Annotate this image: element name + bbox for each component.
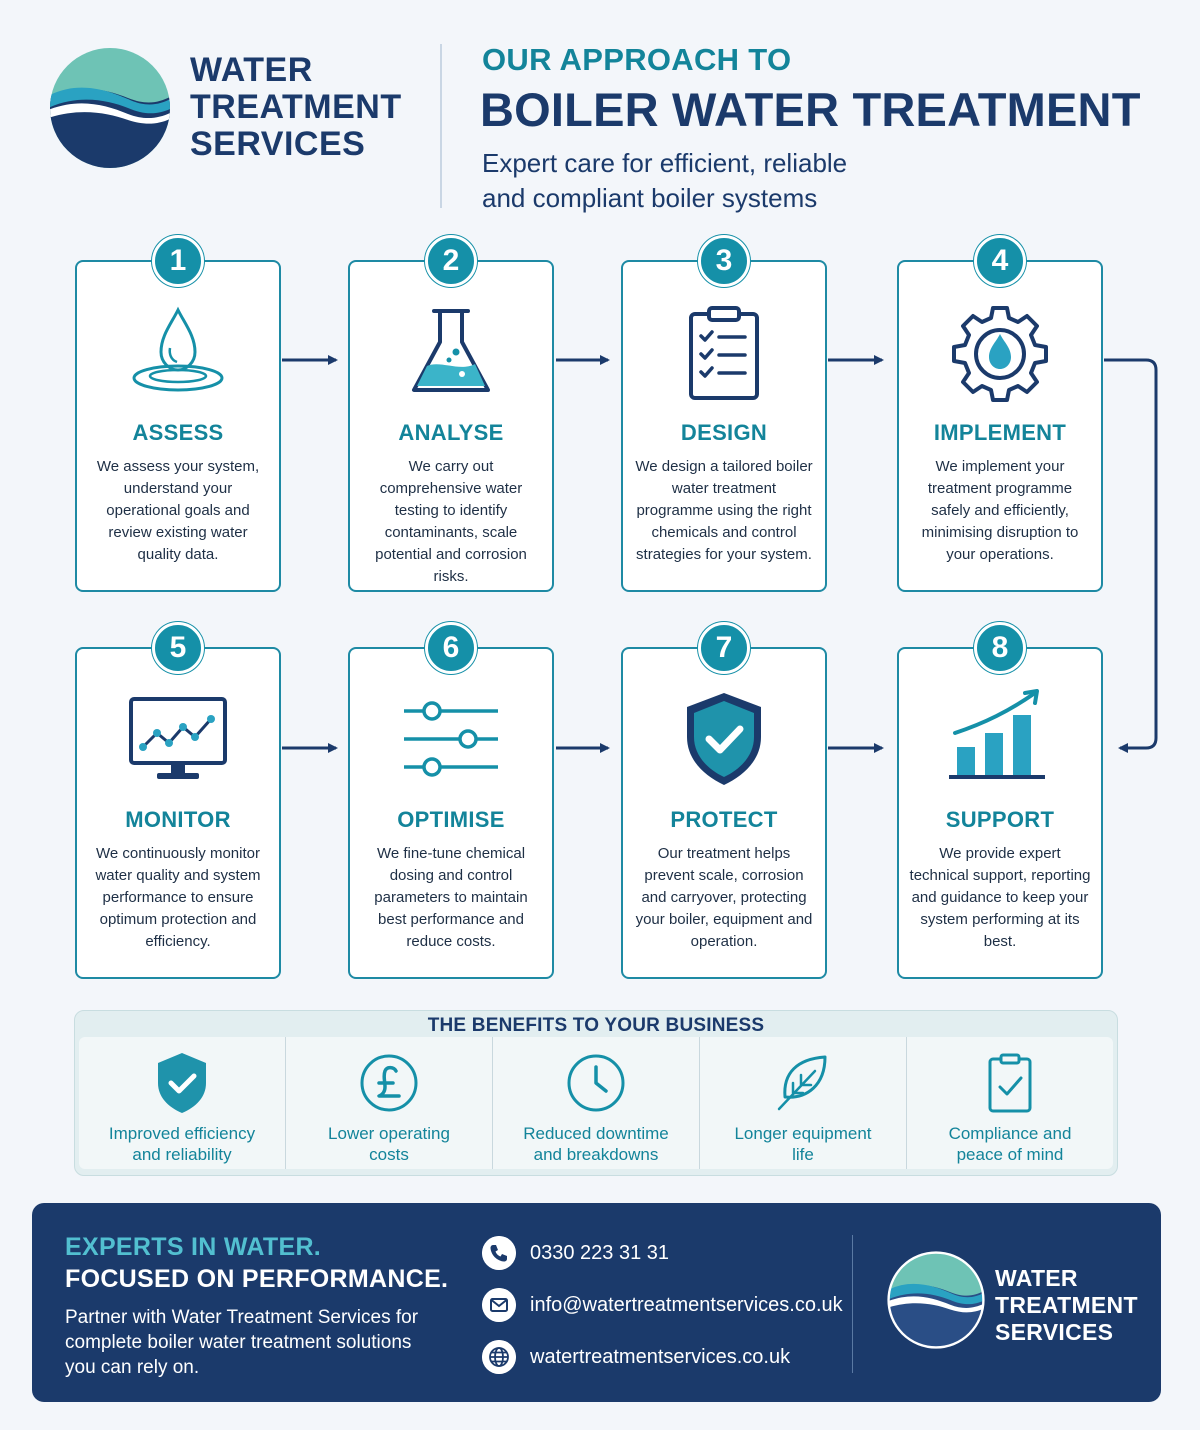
step-description: We continuously monitor water quality an… [95, 845, 261, 950]
brand-line: SERVICES [190, 125, 366, 163]
step-title: DESIGN [680, 420, 768, 445]
water-drop-icon [132, 306, 224, 392]
page-title: BOILER WATER TREATMENT [480, 83, 1141, 136]
benefit-label: Longer equipment life [704, 1123, 902, 1165]
pound-coin-icon [360, 1054, 418, 1112]
page-kicker: OUR APPROACH TO [482, 42, 792, 77]
step-description: We provide expert technical support, rep… [909, 845, 1091, 950]
phone-icon [482, 1236, 516, 1270]
step-card-support: 8 SUPPORT We provide expert technical su… [897, 622, 1103, 979]
footer-heading-secondary: FOCUSED ON PERFORMANCE. [65, 1265, 449, 1293]
benefit-item-equipment-life: Longer equipment life [699, 1037, 906, 1169]
step-number-badge: 2 [425, 235, 477, 287]
benefit-label-line: costs [369, 1145, 409, 1164]
shield-check-icon [687, 693, 761, 785]
step-description: We fine-tune chemical dosing and control… [374, 845, 528, 950]
clipboard-check-icon [988, 1053, 1032, 1113]
benefit-item-efficiency: Improved efficiency and reliability [79, 1037, 285, 1169]
step-number-badge: 4 [974, 235, 1026, 287]
step-description: Our treatment helps prevent scale, corro… [635, 845, 813, 950]
step-card-monitor: 5 MONITOR We continuously monitor water … [75, 622, 281, 979]
gear-drop-icon [952, 306, 1048, 402]
step-card-design: 3 DESIGN We design a tailored boiler wat… [621, 235, 827, 592]
step-number-badge: 1 [152, 235, 204, 287]
step-title: ASSESS [132, 420, 224, 445]
benefit-label: Compliance and peace of mind [911, 1123, 1109, 1165]
subtitle-line: Expert care for efficient, reliable [482, 148, 848, 178]
benefit-item-compliance: Compliance and peace of mind [906, 1037, 1113, 1169]
step-title: MONITOR [125, 807, 231, 832]
benefit-label: Lower operating costs [290, 1123, 488, 1165]
step-description: We implement your treatment programme sa… [921, 458, 1079, 563]
step-title: PROTECT [670, 807, 778, 832]
clipboard-checklist-icon [689, 306, 759, 400]
step-description: We design a tailored boiler water treatm… [635, 458, 813, 563]
benefits-list: Improved efficiency and reliability Lowe… [79, 1037, 1113, 1169]
footer: EXPERTS IN WATER. FOCUSED ON PERFORMANCE… [32, 1203, 1161, 1402]
footer-divider [852, 1235, 853, 1373]
benefits-title: THE BENEFITS TO YOUR BUSINESS [427, 1015, 765, 1036]
benefit-label: Reduced downtime and breakdowns [497, 1123, 695, 1165]
step-title: SUPPORT [945, 807, 1055, 832]
step-title: ANALYSE [398, 420, 504, 445]
step-card-implement: 4 IMPLEMENT We implement your treatment … [897, 235, 1103, 592]
contact-email-text: info@watertreatmentservices.co.uk [530, 1294, 843, 1316]
benefit-label-line: Improved efficiency [108, 1124, 256, 1143]
email-icon [482, 1288, 516, 1322]
benefit-label-line: peace of mind [956, 1145, 1064, 1164]
brand-line: TREATMENT [190, 88, 402, 126]
brand-name: WATER TREATMENT SERVICES [190, 52, 402, 163]
monitor-chart-icon [129, 697, 227, 779]
step-number-badge: 5 [152, 622, 204, 674]
growth-chart-icon [949, 689, 1045, 779]
step-number-badge: 8 [974, 622, 1026, 674]
brand-line: TREATMENT [995, 1292, 1138, 1318]
footer-brand-name: WATER TREATMENT SERVICES [995, 1265, 1138, 1346]
contact-website-text: watertreatmentservices.co.uk [530, 1346, 791, 1368]
step-title: OPTIMISE [397, 807, 505, 832]
leaf-icon [777, 1055, 827, 1111]
step-number-badge: 3 [698, 235, 750, 287]
step-card-protect: 7 PROTECT Our treatment helps prevent sc… [621, 622, 827, 979]
footer-description: Partner with Water Treatment Services fo… [65, 1307, 419, 1378]
globe-icon [482, 1340, 516, 1374]
step-card-analyse: 2 ANALYSE We carry out comprehensive wat… [348, 235, 554, 592]
benefit-label-line: Reduced downtime [523, 1124, 669, 1143]
sliders-icon [404, 701, 498, 777]
benefit-label-line: Lower operating [328, 1124, 450, 1143]
company-logo-icon [50, 48, 170, 168]
benefit-label-line: Longer equipment [734, 1124, 872, 1143]
benefit-item-downtime: Reduced downtime and breakdowns [492, 1037, 699, 1169]
step-number-badge: 6 [425, 622, 477, 674]
step-number-badge: 7 [698, 622, 750, 674]
benefit-label-line: life [792, 1145, 814, 1164]
benefit-label-line: and breakdowns [533, 1145, 659, 1164]
contact-phone-text: 0330 223 31 31 [530, 1242, 670, 1264]
shield-check-icon [158, 1053, 206, 1113]
brand-line: WATER [190, 51, 313, 89]
step-card-assess: 1 ASSESS We assess your system, understa… [75, 235, 281, 592]
company-logo-icon [887, 1251, 985, 1349]
clock-icon [567, 1054, 625, 1112]
arrow-4-8 [1104, 358, 1158, 753]
benefit-label-line: and reliability [132, 1145, 232, 1164]
step-title: IMPLEMENT [933, 420, 1067, 445]
brand-line: WATER [995, 1265, 1078, 1291]
step-description: We assess your system, understand your o… [96, 458, 260, 563]
page-subtitle: Expert care for efficient, reliable and … [482, 146, 1002, 216]
header: WATER TREATMENT SERVICES OUR APPROACH TO… [0, 0, 1200, 230]
benefits-panel: THE BENEFITS TO YOUR BUSINESS Improved e… [74, 1010, 1118, 1176]
flask-icon [412, 309, 490, 392]
step-card-optimise: 6 OPTIMISE We fine-tune chemical dosing … [348, 622, 554, 979]
benefit-label: Improved efficiency and reliability [83, 1123, 281, 1165]
step-description: We carry out comprehensive water testing… [375, 458, 527, 585]
subtitle-line: and compliant boiler systems [482, 183, 818, 213]
footer-heading-primary: EXPERTS IN WATER. [65, 1233, 322, 1261]
brand-line: SERVICES [995, 1319, 1114, 1345]
benefit-label-line: Compliance and [948, 1124, 1072, 1143]
header-divider [440, 44, 442, 208]
benefit-item-costs: Lower operating costs [285, 1037, 492, 1169]
